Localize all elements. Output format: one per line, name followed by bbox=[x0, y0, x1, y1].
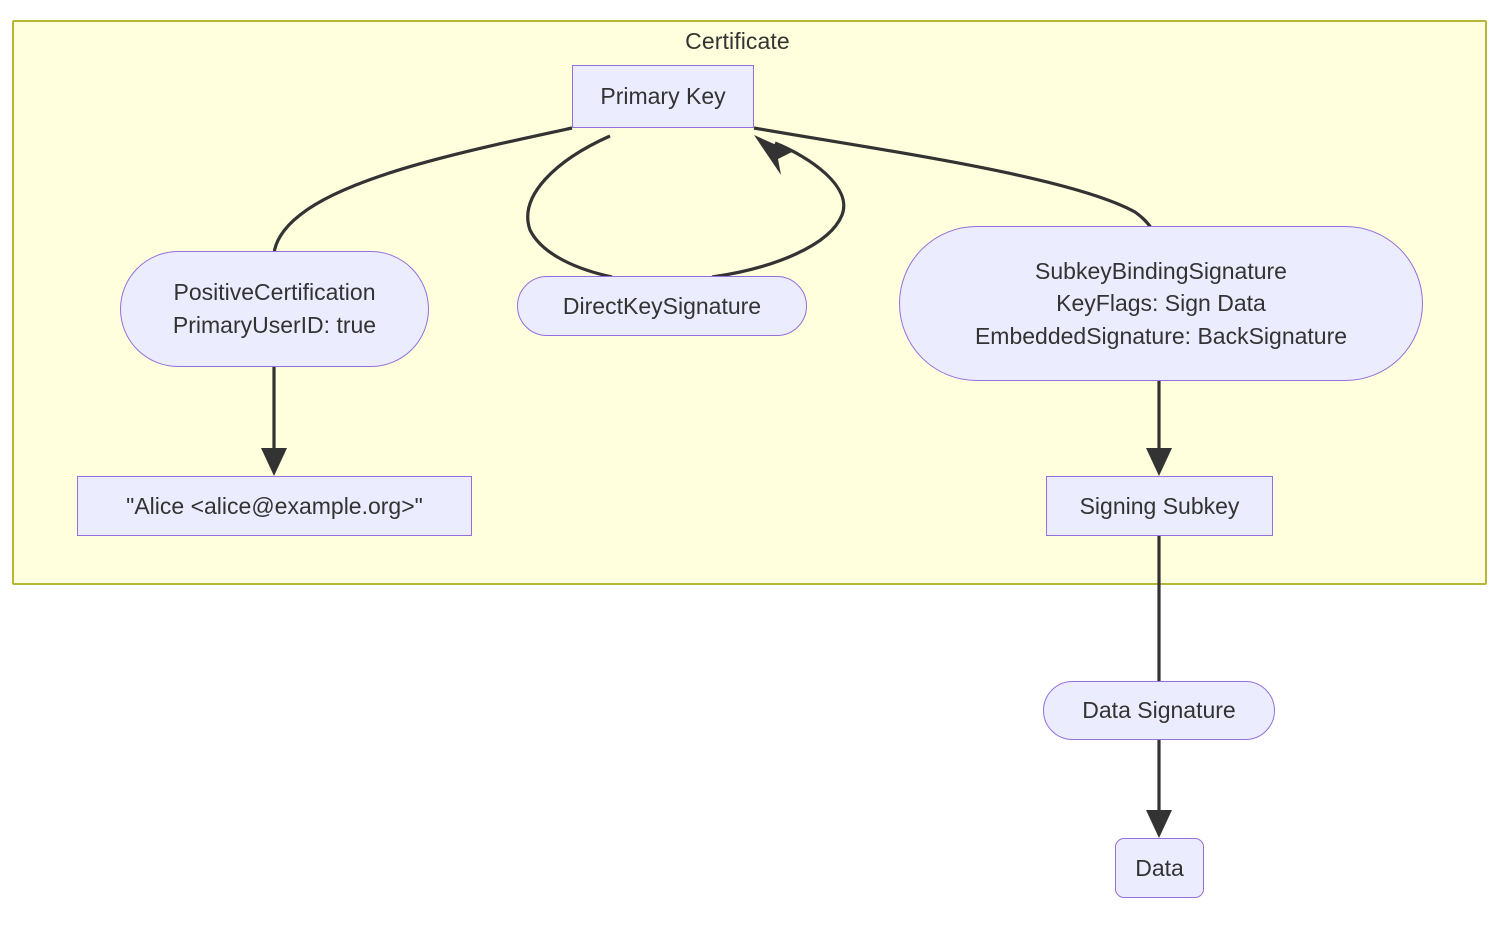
node-signing-subkey[interactable]: Signing Subkey bbox=[1046, 476, 1273, 536]
node-subkey-binding-signature-line-0: SubkeyBindingSignature bbox=[1035, 257, 1287, 284]
node-direct-key-signature[interactable]: DirectKeySignature bbox=[517, 276, 807, 336]
node-primary-key-line-0: Primary Key bbox=[600, 83, 726, 110]
node-subkey-binding-signature-line-1: KeyFlags: Sign Data bbox=[1056, 290, 1266, 317]
node-data[interactable]: Data bbox=[1115, 838, 1204, 898]
node-user-id[interactable]: "Alice <alice@example.org>" bbox=[77, 476, 472, 536]
node-positive-certification-line-1: PrimaryUserID: true bbox=[172, 312, 377, 338]
node-positive-certification-line-0: PositiveCertification bbox=[173, 279, 376, 306]
cluster-title-certificate: Certificate bbox=[685, 28, 790, 54]
node-data-line-0: Data bbox=[1135, 854, 1184, 881]
node-signing-subkey-line-0: Signing Subkey bbox=[1079, 492, 1240, 519]
arrowhead-datasignature-data bbox=[1146, 810, 1172, 838]
node-subkey-binding-signature-line-2: EmbeddedSignature: BackSignature bbox=[974, 322, 1348, 349]
node-subkey-binding-signature[interactable]: SubkeyBindingSignature KeyFlags: Sign Da… bbox=[899, 226, 1423, 381]
node-direct-key-signature-line-0: DirectKeySignature bbox=[562, 292, 762, 319]
node-primary-key[interactable]: Primary Key bbox=[572, 65, 754, 128]
node-positive-certification[interactable]: PositiveCertification PrimaryUserID: tru… bbox=[120, 251, 429, 367]
node-data-signature[interactable]: Data Signature bbox=[1043, 681, 1275, 740]
node-data-signature-line-0: Data Signature bbox=[1082, 697, 1236, 724]
node-user-id-line-0: "Alice <alice@example.org>" bbox=[126, 492, 423, 519]
